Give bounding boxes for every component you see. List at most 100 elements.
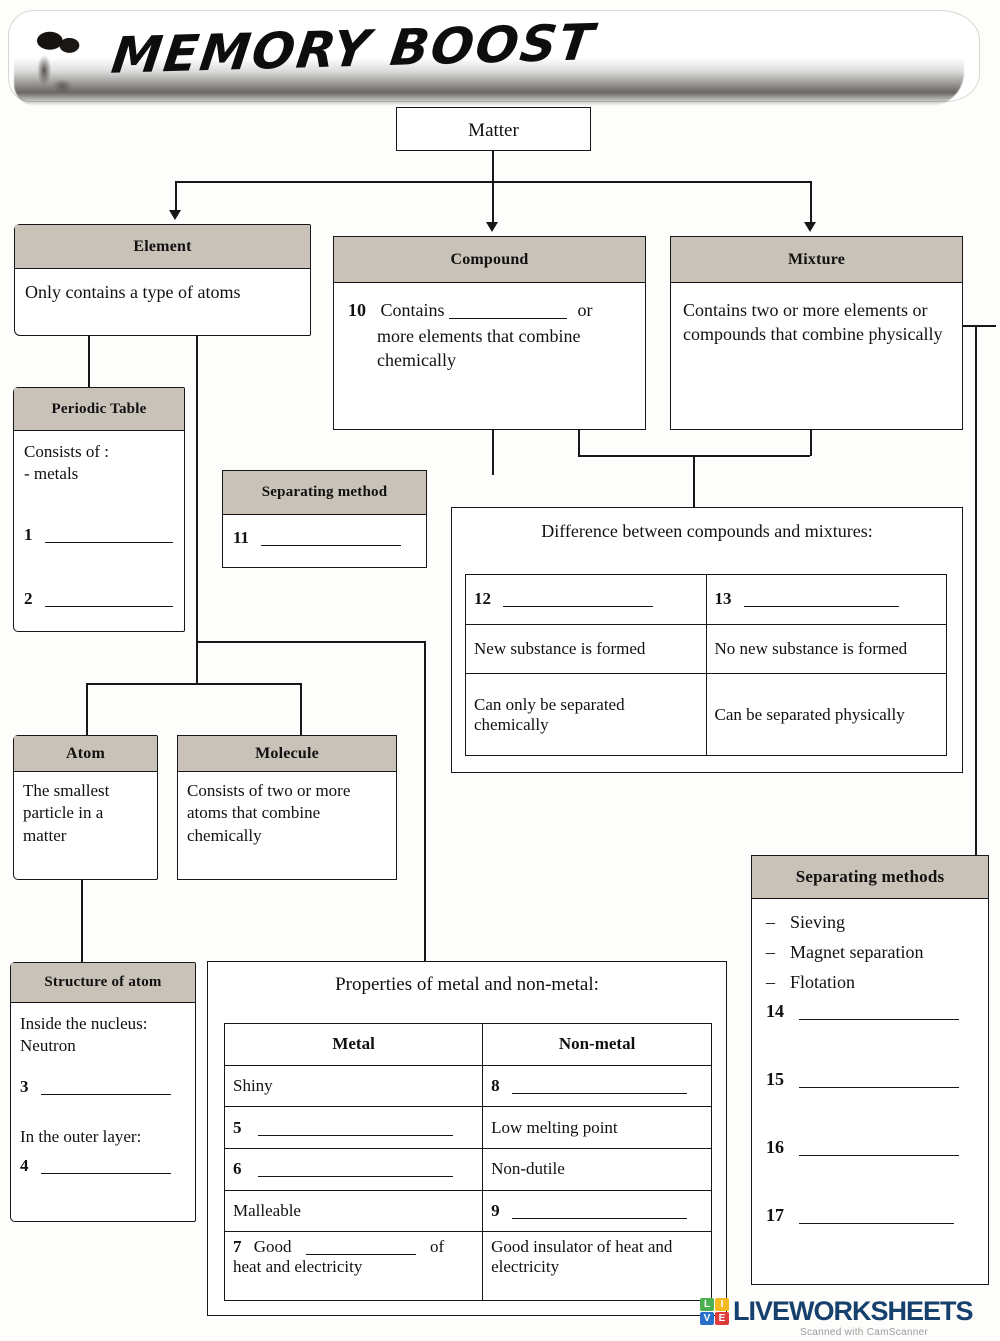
connector-drop-compound — [492, 181, 494, 226]
properties-q6-blank[interactable] — [257, 1176, 453, 1178]
dash-icon: – — [766, 912, 775, 932]
ink-blot-icon — [26, 22, 96, 100]
live-logo-l: L — [700, 1298, 714, 1311]
diff-cell-no-new-substance: No new substance is formed — [705, 623, 947, 675]
properties-header-metal: Metal — [223, 1023, 484, 1066]
compound-question-number: 10 — [348, 300, 366, 320]
connector-drop-mixture — [810, 181, 812, 226]
node-periodic-table: Periodic Table Consists of : - metals 1 … — [13, 387, 185, 632]
banner: MEMORY BOOST — [8, 6, 983, 106]
structure-q4-number: 4 — [20, 1155, 29, 1175]
connector-sepmethods-down — [975, 325, 977, 856]
molecule-body: Consists of two or more atoms that combi… — [187, 781, 351, 845]
properties-q9-number: 9 — [491, 1201, 500, 1221]
properties-nonmetal-q8: 8 — [482, 1064, 712, 1108]
diff-cell-13: 13 — [705, 574, 947, 625]
compound-text-after: more elements that combine chemically — [377, 325, 581, 370]
live-logo-e: E — [715, 1312, 729, 1325]
sep-q14-blank[interactable] — [798, 1019, 959, 1021]
connector-properties-down — [424, 641, 426, 961]
liveworksheets-text: LIVEWORKSHEETS — [733, 1296, 974, 1326]
sep-q17-number: 17 — [766, 1204, 784, 1225]
table-row: New substance is formed No new substance… — [465, 623, 947, 675]
arrow-compound-icon — [486, 222, 498, 232]
list-item: – Flotation — [766, 971, 974, 995]
separating-methods-header: Separating methods — [752, 856, 988, 899]
periodic-q1-number: 1 — [24, 524, 33, 544]
sep-q16-number: 16 — [766, 1136, 784, 1157]
difference-table: 12 13 New substance is formed No new sub… — [465, 574, 947, 756]
molecule-header: Molecule — [178, 736, 396, 772]
compound-answer-blank[interactable] — [449, 318, 568, 319]
connector-mixture-right — [963, 325, 996, 327]
properties-metal-malleable: Malleable — [223, 1189, 484, 1233]
properties-metal-q6: 6 — [223, 1148, 484, 1191]
periodic-q2-blank[interactable] — [44, 606, 173, 608]
properties-q5-number: 5 — [233, 1117, 242, 1137]
connector-element-periodic — [88, 335, 90, 387]
periodic-table-header: Periodic Table — [14, 388, 184, 431]
element-header: Element — [15, 225, 310, 269]
diff-cell-physically: Can be separated physically — [705, 673, 947, 756]
node-element: Element Only contains a type of atoms — [14, 224, 311, 336]
properties-nonmetal-insulator: Good insulator of heat and electricity — [482, 1231, 712, 1301]
properties-q7-text-before: Good — [253, 1237, 292, 1257]
structure-of-atom-body: Inside the nucleus: Neutron 3 In the out… — [11, 1003, 195, 1187]
sep-q16-blank[interactable] — [798, 1154, 959, 1156]
node-mixture: Mixture Contains two or more elements or… — [670, 236, 963, 430]
list-item: – Sieving — [766, 911, 974, 935]
arrow-element-icon — [169, 210, 181, 220]
live-logo-icon: L I V E — [700, 1298, 729, 1325]
arrow-mixture-icon — [804, 222, 816, 232]
table-row: 5 Low melting point — [223, 1106, 712, 1150]
properties-q7-number: 7 — [233, 1237, 242, 1257]
structure-q3-number: 3 — [20, 1076, 29, 1096]
sep-q17-blank[interactable] — [798, 1222, 954, 1224]
list-item: – Magnet separation — [766, 941, 974, 965]
periodic-line-1: Consists of : — [24, 442, 110, 461]
properties-header-nonmetal: Non-metal — [482, 1023, 712, 1066]
structure-q4-blank[interactable] — [40, 1172, 171, 1174]
properties-q5-blank[interactable] — [257, 1134, 453, 1136]
connector-compound-diff — [578, 430, 580, 456]
sep-q15-blank[interactable] — [798, 1087, 959, 1088]
connector-drop-molecule — [300, 683, 302, 735]
connector-compound-sepmethod — [492, 430, 494, 475]
node-compound: Compound 10 Contains or more elements th… — [333, 236, 646, 430]
live-logo-i: I — [715, 1298, 729, 1311]
node-separating-methods: Separating methods – Sieving – Magnet se… — [751, 855, 989, 1285]
separating-method-item-1: Magnet separation — [790, 941, 924, 962]
compound-text-before: Contains — [380, 300, 445, 320]
compound-text-mid: or — [577, 300, 593, 320]
periodic-q1-blank[interactable] — [44, 541, 173, 543]
diff-q13-blank[interactable] — [743, 606, 899, 608]
table-row: Can only be separated chemically Can be … — [465, 673, 947, 756]
separating-method-body: 11 — [223, 515, 426, 561]
structure-of-atom-header: Structure of atom — [11, 963, 195, 1003]
properties-q9-blank[interactable] — [511, 1218, 687, 1220]
properties-q8-blank[interactable] — [511, 1093, 687, 1094]
connector-matter-down — [492, 150, 494, 182]
mixture-body: Contains two or more elements or compoun… — [683, 300, 943, 344]
banner-shadow — [14, 58, 964, 106]
sep-q14-number: 14 — [766, 1001, 784, 1022]
properties-q6-number: 6 — [233, 1159, 242, 1179]
properties-table-container: Properties of metal and non-metal: Metal… — [207, 961, 727, 1316]
mixture-header: Mixture — [671, 237, 962, 283]
diff-q12-number: 12 — [474, 589, 491, 609]
structure-q3-blank[interactable] — [40, 1093, 171, 1095]
separating-method-item-0: Sieving — [790, 912, 846, 932]
connector-drop-atom — [86, 683, 88, 735]
connector-atom-structure — [81, 880, 83, 963]
compound-header: Compound — [334, 237, 645, 283]
properties-metal-q5: 5 — [223, 1106, 484, 1150]
sep-method-q11-blank[interactable] — [261, 545, 402, 546]
table-row: 6 Non-dutile — [223, 1148, 712, 1191]
node-matter: Matter — [396, 107, 591, 151]
properties-nonmetal-q9: 9 — [482, 1189, 712, 1233]
diff-q12-blank[interactable] — [503, 606, 654, 608]
periodic-line-2: - metals — [24, 464, 79, 484]
table-row: Malleable 9 — [223, 1189, 712, 1233]
properties-q7-blank[interactable] — [305, 1254, 416, 1256]
